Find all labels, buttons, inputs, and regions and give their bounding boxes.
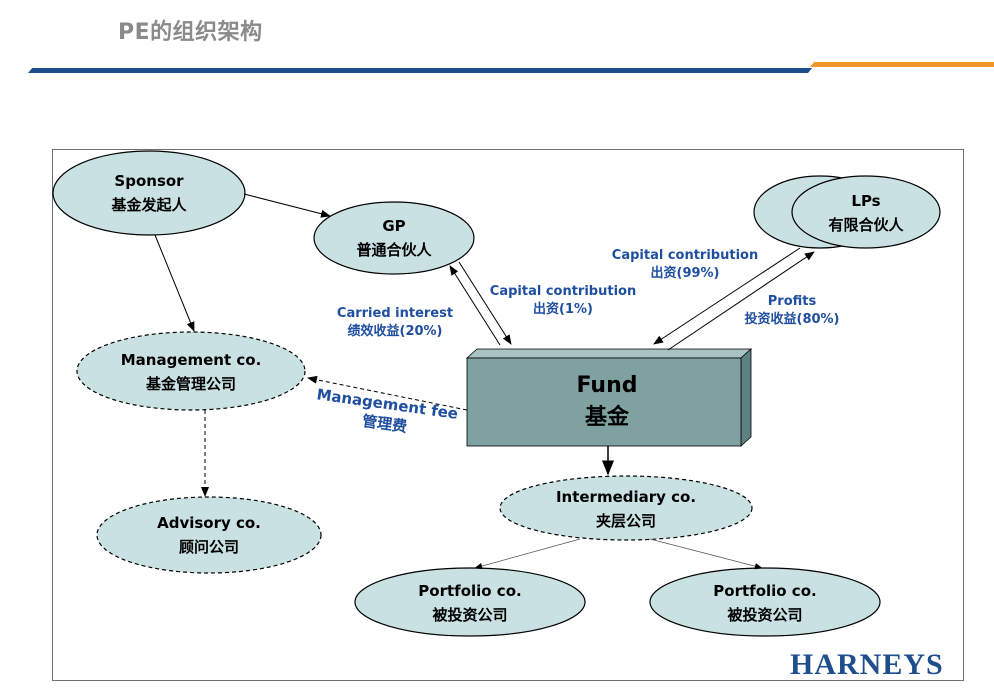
sponsor-node bbox=[52, 150, 246, 236]
gp-to-fund-capital-arrow bbox=[458, 261, 512, 345]
gp-capital-label-en: Capital contribution bbox=[489, 284, 637, 299]
intermediary-label: Intermediary co. 夹层公司 bbox=[526, 485, 726, 533]
lps-label-zh: 有限合伙人 bbox=[828, 216, 904, 234]
advisory-label: Advisory co. 顾问公司 bbox=[134, 511, 284, 559]
sponsor-label-zh: 基金发起人 bbox=[111, 196, 187, 214]
fund-to-management-fee-arrow bbox=[307, 375, 468, 411]
portfolio-right-label-en: Portfolio co. bbox=[713, 582, 817, 600]
intermediary-to-portfolio-right-arrow bbox=[649, 538, 763, 570]
fund-label-en: Fund bbox=[576, 373, 638, 398]
intermediary-label-zh: 夹层公司 bbox=[595, 512, 656, 530]
fund-box-top bbox=[465, 348, 753, 359]
gp-label: GP 普通合伙人 bbox=[334, 214, 454, 262]
diagram-frame bbox=[52, 149, 964, 681]
advisory-label-en: Advisory co. bbox=[157, 514, 261, 532]
carried-interest-label: Carried interest 绩效收益(20%) bbox=[325, 305, 465, 341]
page-title: PE的组织架构 bbox=[118, 20, 263, 45]
lp-capital-label-en: Capital contribution bbox=[611, 248, 759, 263]
intermediary-to-portfolio-left-arrow bbox=[474, 538, 581, 570]
management-label: Management co. 基金管理公司 bbox=[96, 348, 286, 396]
gp-node bbox=[313, 201, 475, 275]
gp-label-zh: 普通合伙人 bbox=[356, 241, 432, 259]
sponsor-label-en: Sponsor bbox=[114, 172, 184, 190]
lps-node bbox=[791, 175, 941, 249]
portfolio-left-label: Portfolio co. 被投资公司 bbox=[395, 579, 545, 627]
carried-interest-label-en: Carried interest bbox=[336, 306, 454, 321]
carried-interest-label-zh: 绩效收益(20%) bbox=[347, 324, 443, 339]
management-label-zh: 基金管理公司 bbox=[145, 375, 236, 393]
advisory-label-zh: 顾问公司 bbox=[178, 538, 239, 556]
lps-label: LPs 有限合伙人 bbox=[806, 189, 926, 237]
lp-capital-label-zh: 出资(99%) bbox=[650, 266, 720, 281]
fund-to-lps-profits-arrow bbox=[667, 251, 815, 351]
fund-label-zh: 基金 bbox=[584, 405, 629, 430]
portfolio-left-label-zh: 被投资公司 bbox=[432, 606, 508, 624]
management-node bbox=[76, 331, 306, 411]
lp-capital-label: Capital contribution 出资(99%) bbox=[600, 247, 770, 283]
intermediary-node bbox=[499, 475, 753, 541]
gp-capital-label: Capital contribution 出资(1%) bbox=[478, 283, 648, 319]
profits-label: Profits 投资收益(80%) bbox=[732, 293, 852, 329]
harneys-logo: HARNEYS bbox=[790, 648, 944, 681]
portfolio-left-label-en: Portfolio co. bbox=[418, 582, 522, 600]
sponsor-to-gp-arrow bbox=[243, 193, 331, 218]
profits-label-zh: 投资收益(80%) bbox=[744, 312, 840, 327]
portfolio-right-label-zh: 被投资公司 bbox=[727, 606, 803, 624]
portfolio-right-node bbox=[649, 567, 881, 637]
intermediary-label-en: Intermediary co. bbox=[555, 488, 697, 506]
sponsor-label: Sponsor 基金发起人 bbox=[89, 169, 209, 217]
lps-to-fund-capital-arrow bbox=[653, 247, 801, 345]
gp-capital-label-zh: 出资(1%) bbox=[533, 302, 593, 317]
lps-label-en: LPs bbox=[851, 192, 881, 210]
fund-to-gp-carried-interest-arrow bbox=[449, 265, 501, 346]
management-label-en: Management co. bbox=[120, 351, 262, 369]
advisory-node bbox=[96, 496, 322, 574]
fund-box-side bbox=[740, 348, 752, 447]
sponsor-to-management-arrow bbox=[154, 234, 195, 332]
fund-label: Fund 基金 bbox=[527, 370, 687, 434]
profits-label-en: Profits bbox=[767, 294, 817, 309]
gp-label-en: GP bbox=[382, 217, 406, 235]
fund-node bbox=[466, 357, 742, 447]
portfolio-right-label: Portfolio co. 被投资公司 bbox=[690, 579, 840, 627]
portfolio-left-node bbox=[354, 567, 586, 637]
